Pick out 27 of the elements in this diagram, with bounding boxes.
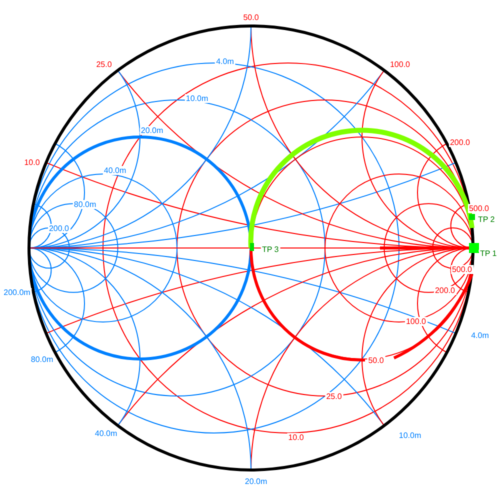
scale-label: 50.0 <box>368 356 384 365</box>
scale-label: 40.0m <box>94 429 118 438</box>
scale-label: 10.0 <box>24 158 40 167</box>
scale-label: 200.0 <box>434 286 456 295</box>
scale-label: 80.0m <box>74 200 96 209</box>
scale-label: 10.0m <box>398 431 422 440</box>
scale-label: 40.0m <box>104 166 126 175</box>
scale-label: 10.0 <box>288 433 304 442</box>
scale-label: 50.0 <box>243 13 259 22</box>
scale-label: 20.0m <box>244 477 268 486</box>
marker-label: TP 1 <box>480 249 497 258</box>
scale-label: 20.0m <box>140 126 164 135</box>
scale-label: 10.0m <box>186 94 208 103</box>
scale-label: 25.0 <box>326 392 342 401</box>
scale-label: 200.0m <box>4 288 30 297</box>
scale-label: 25.0 <box>96 60 112 69</box>
scale-label: 4.0m <box>471 331 489 340</box>
scale-label: 80.0m <box>30 355 54 364</box>
scale-label: 100.0 <box>406 317 426 326</box>
scale-label: 200.0 <box>450 138 470 147</box>
scale-label: 500.0 <box>452 265 472 274</box>
marker-label: TP 3 <box>262 245 279 254</box>
scale-label: 200.0 <box>48 224 70 233</box>
marker-label: TP 2 <box>478 215 495 224</box>
scale-label: 4.0m <box>216 57 234 66</box>
scale-label: 100.0 <box>390 60 410 69</box>
scale-label: 500.0 <box>468 204 490 213</box>
